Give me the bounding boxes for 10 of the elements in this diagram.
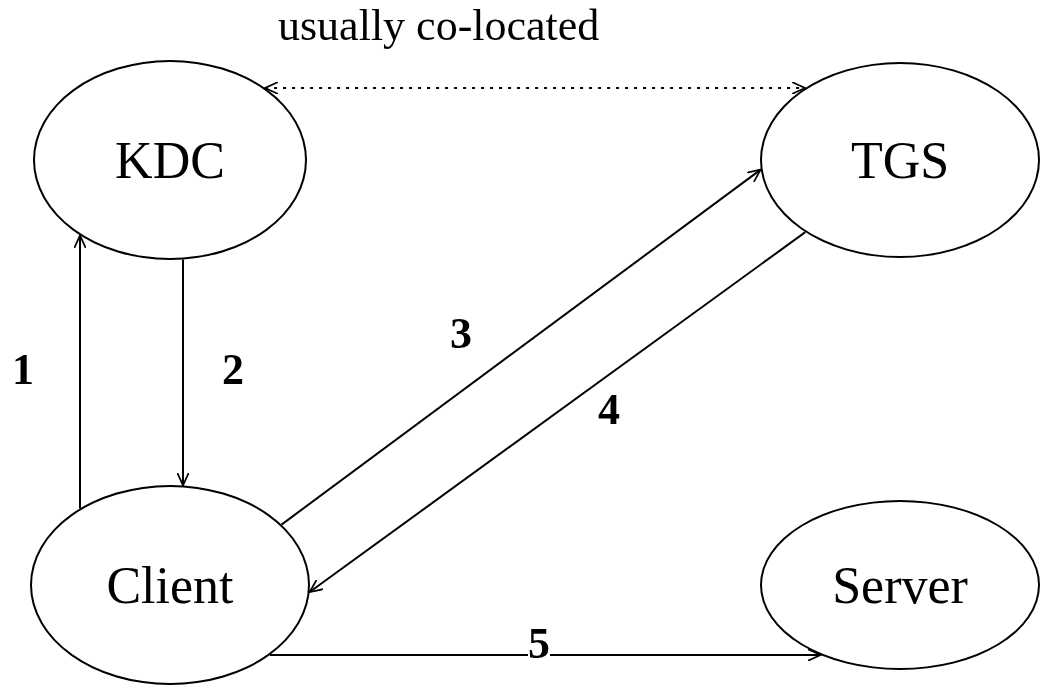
- arrow: [269, 648, 822, 662]
- arrow: [280, 168, 762, 526]
- dotted-arrow: [264, 81, 806, 95]
- arrow: [176, 258, 190, 487]
- node-label: Client: [106, 555, 234, 615]
- arrow: [308, 231, 807, 593]
- node-label: TGS: [850, 130, 950, 190]
- node-label: Server: [832, 555, 968, 615]
- arrow: [73, 234, 87, 510]
- node-label: KDC: [115, 130, 225, 190]
